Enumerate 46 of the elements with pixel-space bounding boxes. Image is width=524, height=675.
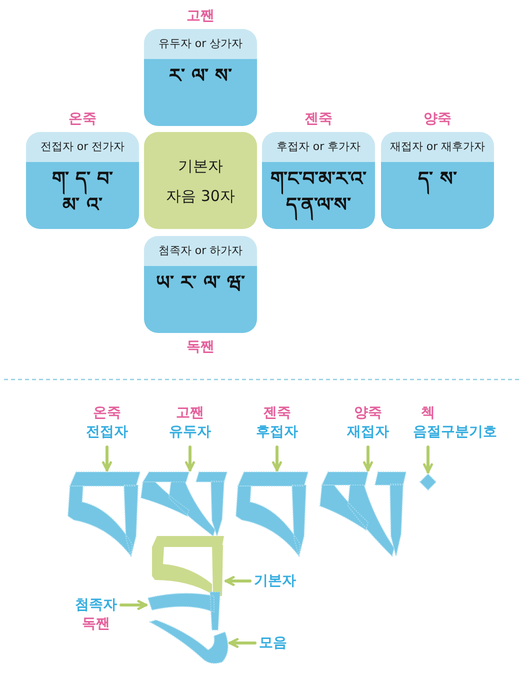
arrow <box>228 638 256 648</box>
arrow <box>224 576 252 586</box>
card-heading: 전접자 or 전가자 <box>40 140 125 154</box>
korean-term-label: 전접자 <box>86 423 128 442</box>
category-title: 온죽 <box>68 110 96 128</box>
category-title: 양죽 <box>424 110 452 128</box>
vowel-sign <box>150 620 228 664</box>
arrow <box>102 446 112 472</box>
korean-term-label: 기본자 <box>254 572 296 591</box>
tibetan-letters: ཡ་ ར་ ལ་ ཝ་ <box>156 271 245 296</box>
tibetan-letters: ར་ ལ་ ས་ <box>168 64 232 89</box>
tibetan-term-label: 고짼 <box>176 404 204 423</box>
tibetan-letters: ག་ང་བ་མ་ར་འ་ད་ན་ལ་ས་ <box>266 166 370 218</box>
category-title: 고짼 <box>186 7 214 25</box>
korean-term-label: 재접자 <box>347 423 389 442</box>
card-heading: 유두자 or 상가자 <box>158 37 243 51</box>
superscript-letter <box>140 472 228 536</box>
tibetan-term-label: 젠죽 <box>263 404 291 423</box>
tibetan-term-label: 첵 <box>421 404 435 423</box>
arrow <box>120 600 148 610</box>
korean-term-label: 첨족자 <box>75 596 117 615</box>
category-title: 젠죽 <box>304 110 332 128</box>
card-heading: 첨족자 or 하가자 <box>158 244 243 258</box>
post-suffix-letter <box>320 472 406 556</box>
arrow <box>272 446 282 472</box>
korean-term-label: 후접자 <box>256 423 298 442</box>
root-letter <box>152 536 224 596</box>
suffix-letter <box>236 472 308 556</box>
category-title: 독짼 <box>186 338 214 356</box>
prefix-letter <box>68 472 140 556</box>
arrow <box>363 446 373 472</box>
subscript-letter <box>148 592 220 630</box>
korean-term-label: 모음 <box>259 634 287 653</box>
card-subtitle: 자음 30자 <box>166 186 235 206</box>
korean-term-label: 유두자 <box>169 423 211 442</box>
card-title: 기본자 <box>178 156 223 176</box>
arrow <box>185 446 195 472</box>
tibetan-term-label: 양죽 <box>354 404 382 423</box>
arrow <box>423 446 433 474</box>
card-heading: 재접자 or 재후가자 <box>390 140 486 154</box>
tibetan-term-label: 온죽 <box>93 404 121 423</box>
tibetan-term-label: 독짼 <box>82 615 110 634</box>
tibetan-letters: ད་ ས་ <box>418 166 457 192</box>
tibetan-letters: ག་ ད་ བ་ མ་ འ་ <box>50 167 114 218</box>
korean-term-label: 음절구분기호 <box>413 423 497 442</box>
card-heading: 후접자 or 후가자 <box>276 140 361 154</box>
